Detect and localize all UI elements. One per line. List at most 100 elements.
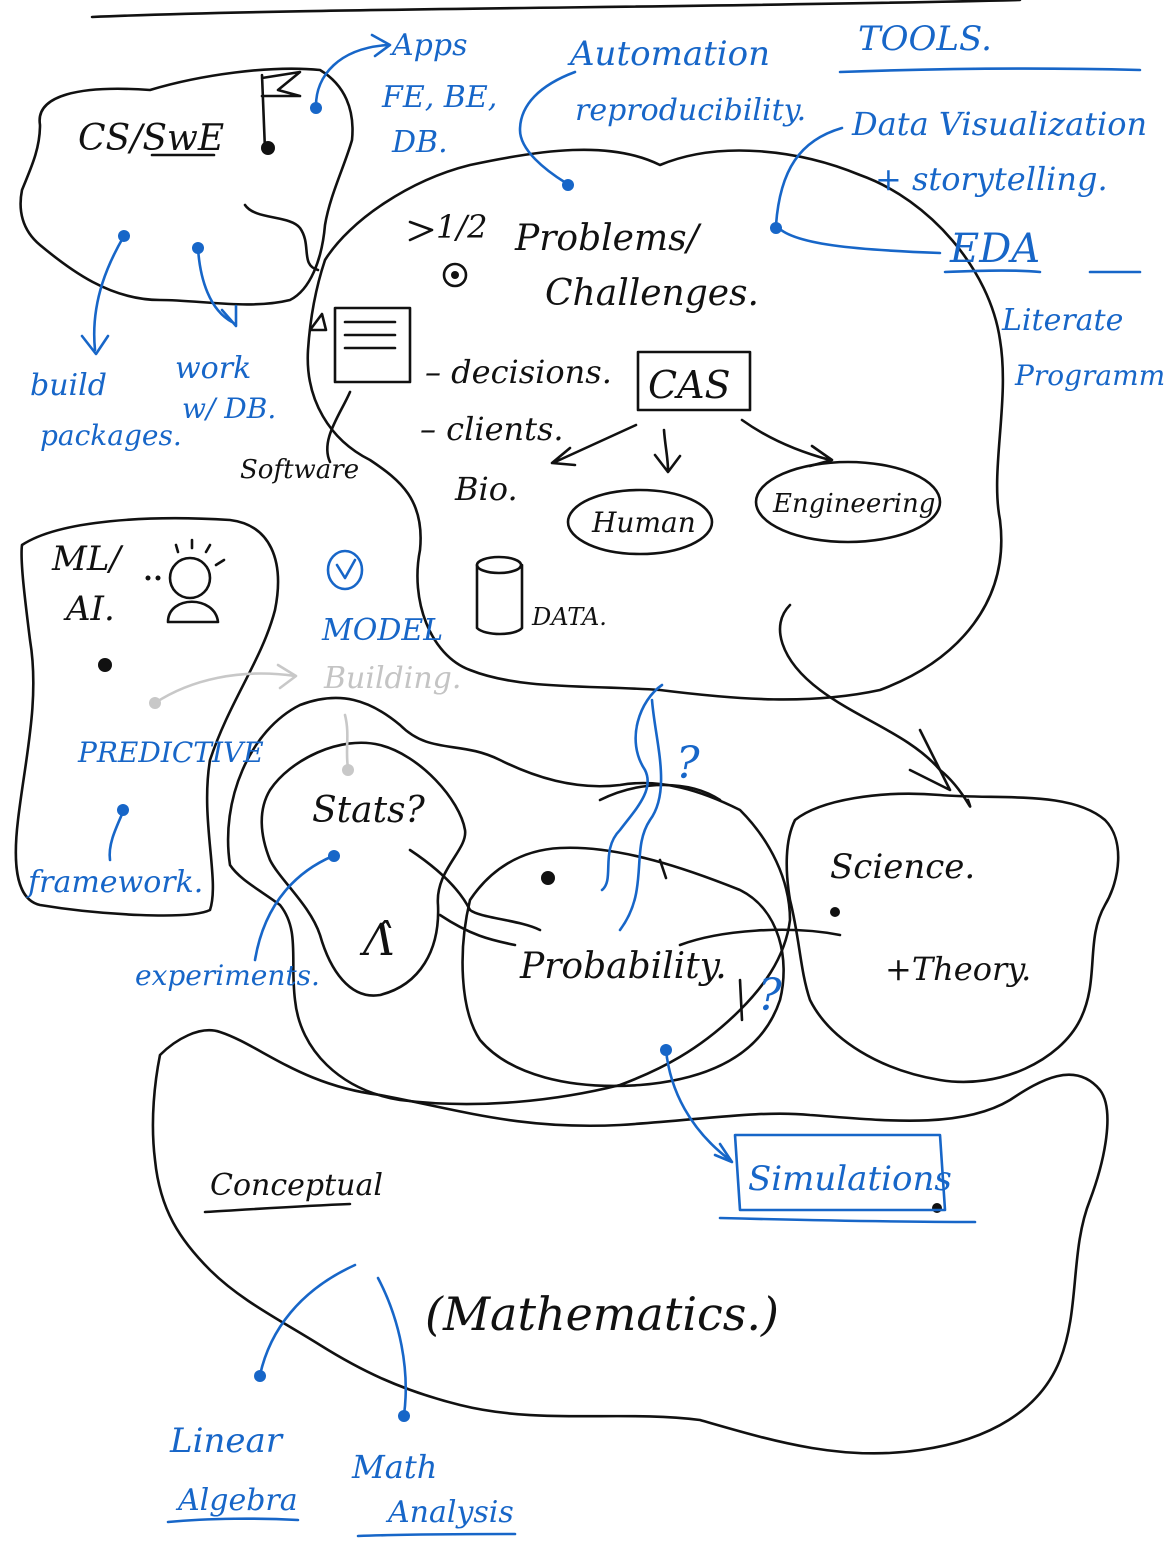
analysis-underline	[356, 1532, 517, 1538]
software-doc-icon	[308, 306, 412, 464]
mathematics-label: (Mathematics.)	[425, 1287, 779, 1341]
apps-line-1: Apps	[389, 28, 467, 63]
question-mark-lower: ?	[758, 970, 782, 1021]
cs-dot	[261, 141, 275, 155]
cs-connector	[243, 203, 320, 272]
simulations-label: Simulations	[748, 1159, 952, 1199]
dataviz-line-2: + storytelling.	[875, 160, 1108, 198]
target-icon	[442, 262, 468, 288]
cas-arrow-left	[550, 423, 638, 467]
top-border-line	[90, 0, 1022, 19]
wavy-line-2	[618, 698, 663, 932]
stats-grey-lead	[343, 713, 350, 770]
experiments-label: experiments.	[135, 959, 320, 992]
fraction-label: 1/2	[436, 208, 488, 246]
work-line-1: work	[175, 351, 251, 386]
build-line-1: build	[30, 368, 107, 403]
tools-header: TOOLS.	[858, 19, 992, 59]
problems-line-1: Problems/	[514, 218, 703, 259]
linear-underline	[166, 1517, 300, 1524]
tools-underline	[838, 67, 1142, 74]
blue-strokes	[80, 33, 1142, 1538]
human-ellipse	[566, 488, 714, 556]
analysis-lead	[376, 1276, 407, 1417]
experiments-lead	[253, 854, 335, 962]
problems-blob	[306, 148, 1005, 701]
engineering-ellipse	[754, 460, 942, 544]
linear-lead	[258, 1263, 357, 1377]
framework-label: framework.	[26, 865, 203, 900]
clients-label: – clients.	[420, 410, 564, 448]
ink-strokes	[14, 0, 1120, 1455]
linear-line-1: Linear	[169, 1421, 284, 1461]
probability-blob	[461, 846, 785, 1088]
cas-box	[636, 350, 752, 412]
cas-arrow-down	[653, 428, 682, 474]
ml-dot	[98, 658, 112, 672]
probability-label: Probability.	[519, 946, 727, 987]
simulations-box	[733, 1133, 947, 1212]
literate-line-2: Programm..	[1014, 359, 1164, 392]
flag-icon	[260, 70, 302, 152]
cs-swe-blob	[19, 67, 354, 306]
dataviz-line-1: Data Visualization	[851, 105, 1147, 143]
cas-arrow-right	[740, 418, 834, 468]
build-arrow	[80, 234, 126, 356]
stats-prob-link	[408, 848, 542, 932]
decisions-label: – decisions.	[425, 353, 612, 391]
text-labels: CS/SwE Apps FE, BE, DB. build packages. …	[26, 19, 1164, 1530]
apps-arrow	[314, 33, 392, 110]
probability-dot	[541, 871, 555, 885]
apps-line-2: FE, BE,	[381, 80, 497, 115]
stats-inner-blob	[260, 741, 467, 997]
conceptual-label: Conceptual	[210, 1168, 383, 1203]
cas-label: CAS	[648, 363, 731, 407]
predictive-label: PREDICTIVE	[77, 736, 264, 769]
literate-line-1: Literate	[1001, 303, 1123, 338]
ml-line-1: ML/	[51, 539, 124, 579]
apps-line-3: DB.	[391, 125, 448, 160]
wavy-line-1	[600, 683, 664, 892]
question-mark-upper: ?	[676, 738, 700, 789]
ml-blob	[14, 516, 280, 917]
science-blob	[785, 792, 1120, 1084]
cs-title: CS/SwE	[78, 118, 224, 159]
conceptual-underline	[203, 1202, 352, 1214]
work-arrow	[196, 246, 238, 328]
work-line-2: w/ DB.	[182, 392, 276, 425]
human-label: Human	[591, 506, 696, 539]
theory-label: +Theory.	[885, 950, 1031, 988]
eda-label: EDA	[949, 226, 1040, 272]
model-icon	[326, 549, 364, 591]
engineering-label: Engineering	[772, 489, 935, 519]
automation-line-2: reproducibility.	[575, 93, 806, 128]
simulations-dot	[932, 1203, 942, 1213]
bio-label: Bio.	[454, 470, 518, 508]
ml-line-2: AI.	[63, 589, 115, 629]
ai-person-icon	[145, 538, 226, 624]
simulations-lead	[664, 1048, 734, 1164]
mathematics-blob	[151, 1029, 1109, 1455]
half-arrow	[408, 220, 434, 242]
grey-strokes	[149, 663, 354, 776]
model-line-2: Building.	[323, 661, 461, 696]
build-line-2: packages.	[40, 419, 182, 452]
framework-lead	[108, 810, 125, 862]
model-line-1: MODEL	[321, 613, 443, 648]
prob-top-link	[598, 783, 722, 880]
prob-theory-link	[678, 928, 842, 947]
automation-lead	[518, 70, 577, 185]
problems-line-2: Challenges.	[545, 273, 759, 314]
analysis-line-2: Analysis	[385, 1495, 514, 1530]
linear-line-2: Algebra	[175, 1483, 298, 1518]
science-label: Science.	[830, 847, 975, 887]
model-building-arrow	[153, 663, 298, 705]
problems-science-link	[778, 603, 972, 808]
stats-label: Stats?	[312, 790, 426, 831]
analysis-line-1: Math	[351, 1448, 437, 1486]
software-label: Software	[240, 455, 359, 485]
stats-outer-blob	[226, 696, 792, 1106]
data-label: DATA.	[531, 603, 607, 631]
lambda-hat-label: Λ̂	[359, 915, 395, 966]
